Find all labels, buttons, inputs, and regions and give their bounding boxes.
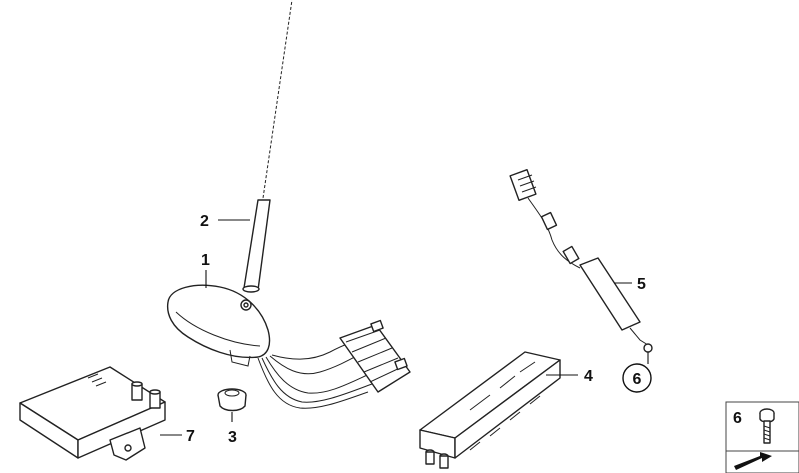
- leader-lines: [160, 219, 649, 436]
- cable-adapter[interactable]: [509, 169, 653, 353]
- screw-icon: [759, 408, 775, 444]
- callout-6: 6: [633, 371, 642, 388]
- control-unit[interactable]: [19, 366, 166, 461]
- antenna-base[interactable]: [166, 284, 271, 367]
- callout-2: 2: [200, 213, 209, 230]
- wiring-harness: [257, 341, 375, 409]
- callout-1: 1: [201, 252, 210, 269]
- callout-3: 3: [228, 429, 237, 446]
- callout-5: 5: [637, 276, 646, 293]
- seal-grommet[interactable]: [217, 388, 247, 412]
- connector-block[interactable]: [339, 319, 411, 393]
- reference-box-number: 6: [733, 410, 742, 427]
- reference-box: 6: [725, 401, 799, 473]
- callout-4: 4: [584, 368, 593, 385]
- antenna-rod[interactable]: [242, 0, 293, 293]
- callout-7: 7: [186, 428, 195, 445]
- circled-callout-6: 6: [622, 363, 652, 393]
- amplifier-module[interactable]: [419, 351, 561, 469]
- arrow-icon: [734, 452, 772, 470]
